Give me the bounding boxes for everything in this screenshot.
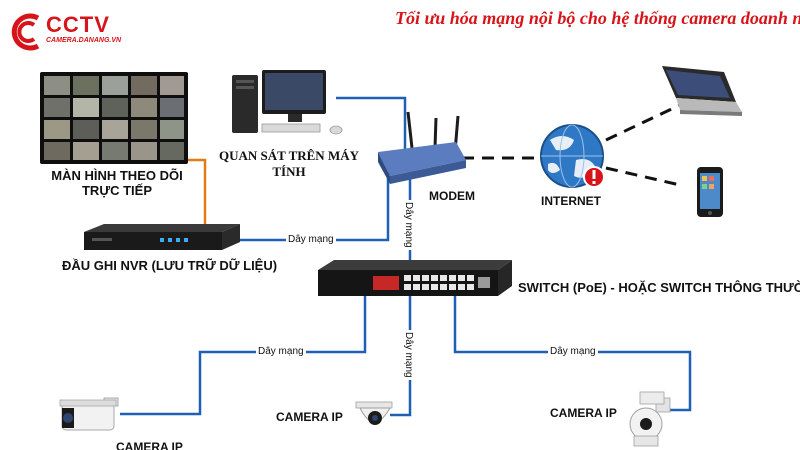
monitor-video-grid bbox=[44, 76, 184, 160]
router-icon bbox=[378, 111, 466, 184]
pc-label-line1: QUAN SÁT TRÊN MÁY bbox=[218, 148, 359, 163]
logo-mark-icon bbox=[11, 13, 40, 51]
camera-center-label: CAMERA IP bbox=[276, 410, 343, 424]
pc-label-line2: TÍNH bbox=[272, 164, 306, 179]
cable-label-switch-camera-right: Dây mạng bbox=[548, 346, 598, 357]
monitor-label-line2: TRỰC TIẾP bbox=[81, 183, 152, 198]
monitor-label: MÀN HÌNH THEO DÕI TRỰC TIẾP bbox=[42, 168, 192, 198]
internet-label: INTERNET bbox=[541, 194, 601, 208]
switch-ports bbox=[404, 275, 490, 290]
desktop-pc-icon bbox=[232, 70, 343, 135]
ptz-camera-icon bbox=[629, 391, 671, 447]
camera-right-label: CAMERA IP bbox=[550, 406, 617, 420]
logo-site: CAMERA.DANANG.VN bbox=[46, 37, 122, 44]
lan-cable-pc-modem bbox=[336, 96, 407, 150]
cable-label-nvr-modem: Dây mạng bbox=[286, 234, 336, 245]
monitor-icon bbox=[40, 72, 188, 164]
nvr-recorder-icon bbox=[84, 224, 240, 250]
wireless-link-internet-laptop bbox=[605, 103, 681, 142]
dome-camera-icon bbox=[355, 401, 393, 425]
wireless-link-internet-phone bbox=[605, 166, 681, 187]
logo-brand: CCTV bbox=[46, 12, 110, 37]
lan-cable-switch-camera-left bbox=[120, 295, 367, 416]
laptop-icon bbox=[662, 66, 742, 116]
smartphone-icon bbox=[697, 167, 723, 217]
switch-label: SWITCH (PoE) - HOẶC SWITCH THÔNG THƯỜNG bbox=[518, 280, 800, 295]
cable-label-switch-camera-center: Dây mạng bbox=[403, 330, 414, 380]
cable-label-modem-switch: Dây mạng bbox=[403, 200, 414, 250]
cable-label-switch-camera-left: Dây mạng bbox=[256, 346, 306, 357]
warning-badge-icon bbox=[583, 166, 605, 188]
cctv-logo: CCTV CAMERA.DANANG.VN bbox=[10, 12, 130, 52]
bullet-camera-icon bbox=[59, 397, 119, 431]
pc-label: QUAN SÁT TRÊN MÁY TÍNH bbox=[214, 148, 364, 180]
hdmi-cable bbox=[180, 158, 207, 228]
network-switch-icon bbox=[318, 260, 512, 296]
page-title: Tối ưu hóa mạng nội bộ cho hệ thống came… bbox=[395, 8, 800, 28]
nvr-label: ĐẦU GHI NVR (LƯU TRỮ DỮ LIỆU) bbox=[62, 258, 278, 273]
monitor-label-line1: MÀN HÌNH THEO DÕI bbox=[51, 168, 183, 183]
lan-cable-nvr-modem bbox=[238, 172, 390, 242]
modem-label: MODEM bbox=[429, 189, 475, 203]
lan-cable-switch-camera-right bbox=[453, 295, 692, 412]
camera-left-label: CAMERA IP bbox=[116, 440, 183, 450]
